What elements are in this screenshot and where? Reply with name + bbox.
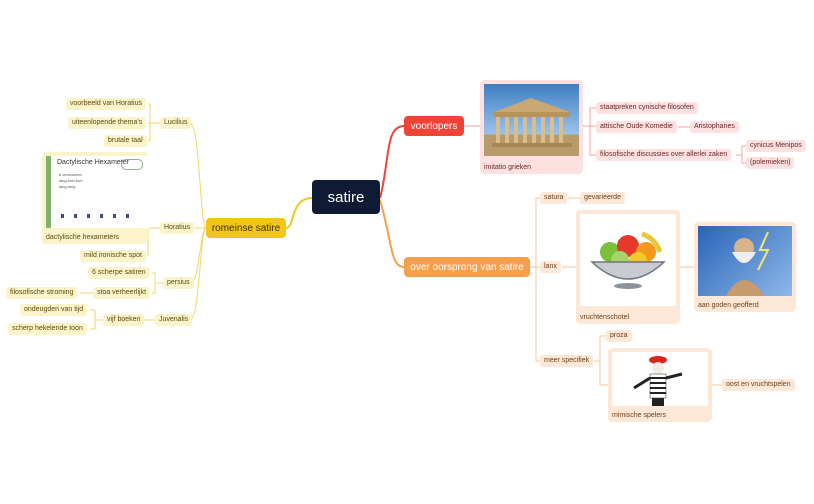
node-lucilius[interactable]: Lucilius — [160, 117, 192, 129]
zeus-drawing — [726, 231, 770, 296]
ondeugden-label: ondeugden van tijd — [24, 306, 84, 313]
node-polemieken[interactable]: (polemieken) — [746, 157, 795, 169]
themas-label: uiteenlopende thema's — [72, 119, 143, 126]
fruitbowl-drawing — [590, 231, 666, 289]
node-scherp-hekelende-toon[interactable]: scherp hekelende toon — [8, 323, 87, 335]
root-node[interactable]: satire — [312, 180, 380, 214]
node-lanx[interactable]: lanx — [540, 261, 561, 273]
slide-bullet-3: lang-lang — [59, 184, 76, 189]
satiren-label: 6 scherpe satiren — [92, 269, 146, 276]
zeus-image-card[interactable]: aan goden geofferd — [694, 222, 796, 312]
proza-label: proza — [610, 332, 628, 339]
slide-bullet-1: 6 versvoeten — [59, 172, 82, 177]
node-staatpreken[interactable]: staatpreken cynische filosofen — [596, 102, 698, 114]
hexameter-slide-image: Dactylische Hexameter 6 versvoeten lang-… — [46, 156, 149, 228]
node-attische-oude-komedie[interactable]: attische Oude Komedie — [596, 121, 677, 133]
node-stoa-verheerlijkt[interactable]: stoa verheerlijkt — [93, 287, 151, 299]
node-horatius[interactable]: Horatius — [160, 222, 195, 234]
slide-logo-icon — [121, 159, 143, 170]
slide-bullet-2: lang-kort-kort — [59, 178, 83, 183]
node-mild-ironische-spot[interactable]: mild ironische spot — [80, 250, 146, 262]
oost-label: oost en vruchtspelen — [726, 381, 791, 388]
voorbeeld-label: voorbeeld van Horatius — [70, 100, 142, 107]
horatius-label: Horatius — [164, 224, 191, 231]
staatpreken-label: staatpreken cynische filosofen — [600, 104, 694, 111]
fruitbowl-image — [580, 214, 676, 306]
node-juvenalis[interactable]: Juvenalis — [155, 314, 193, 326]
parthenon-image-card[interactable]: imitatio grieken — [480, 80, 583, 174]
branch-oorsprong[interactable]: over oorsprong van satire — [404, 257, 530, 277]
zeus-image — [698, 226, 792, 296]
polemieken-label: (polemieken) — [750, 159, 791, 166]
stroming-label: filosofische stroming — [10, 289, 74, 296]
node-gevarieerde[interactable]: gevarieerde — [580, 192, 625, 204]
branch-voorlopers[interactable]: voorlopers — [404, 116, 464, 136]
node-aristophanes[interactable]: Aristophanes — [690, 121, 739, 133]
mime-image — [612, 352, 708, 406]
node-ondeugden-van-tijd[interactable]: ondeugden van tijd — [20, 304, 88, 316]
hexameter-caption: dactylische hexameters — [46, 234, 120, 241]
mime-drawing — [633, 356, 683, 406]
node-oost-en-vruchtspelen[interactable]: oost en vruchtspelen — [722, 379, 795, 391]
lucilius-label: Lucilius — [164, 119, 188, 126]
discussies-label: filosofische discussies over allerlei za… — [600, 151, 728, 158]
node-meer-specifiek[interactable]: meer specifiek — [540, 355, 594, 367]
mime-caption: mimische spelers — [612, 412, 667, 419]
branch-voorlopers-label: voorlopers — [410, 120, 458, 132]
zeus-caption: aan goden geofferd — [698, 302, 759, 309]
node-scherpe-satiren[interactable]: 6 scherpe satiren — [88, 267, 150, 279]
root-label: satire — [327, 188, 365, 206]
parthenon-caption: imitatio grieken — [484, 164, 532, 171]
slide-meter-marks — [61, 214, 137, 218]
mild-label: mild ironische spot — [84, 252, 142, 259]
gevarieerde-label: gevarieerde — [584, 194, 621, 201]
fruitbowl-caption: vruchtenschotel — [580, 314, 630, 321]
branch-oorsprong-label: over oorsprong van satire — [410, 261, 524, 273]
parthenon-image — [484, 84, 579, 156]
branch-romeinse-satire[interactable]: romeinse satire — [206, 218, 286, 238]
node-satura[interactable]: satura — [540, 192, 568, 204]
lanx-label: lanx — [544, 263, 557, 270]
aristophanes-label: Aristophanes — [694, 123, 735, 130]
node-vijf-boeken[interactable]: vijf boeken — [103, 314, 145, 326]
stoa-label: stoa verheerlijkt — [97, 289, 147, 296]
node-proza[interactable]: proza — [606, 330, 632, 342]
meer-label: meer specifiek — [544, 357, 590, 364]
node-filosofische-stroming[interactable]: filosofische stroming — [6, 287, 78, 299]
mime-image-card[interactable]: mimische spelers — [608, 348, 712, 422]
satura-label: satura — [544, 194, 564, 201]
node-cynicus-menipos[interactable]: cynicus Menipos — [746, 140, 806, 152]
persius-label: persius — [167, 279, 190, 286]
komedie-label: attische Oude Komedie — [600, 123, 673, 130]
boeken-label: vijf boeken — [107, 316, 141, 323]
node-uiteenlopende-themas[interactable]: uiteenlopende thema's — [68, 117, 147, 129]
node-filosofische-discussies[interactable]: filosofische discussies over allerlei za… — [596, 149, 732, 161]
fruitbowl-image-card[interactable]: vruchtenschotel — [576, 210, 680, 324]
slide-title: Dactylische Hexameter — [57, 159, 129, 166]
node-persius[interactable]: persius — [163, 277, 194, 289]
parthenon-drawing — [492, 98, 572, 147]
node-brutale-taal[interactable]: brutale taal — [104, 135, 147, 147]
juvenalis-label: Juvenalis — [159, 316, 189, 323]
menipos-label: cynicus Menipos — [750, 142, 802, 149]
brutale-label: brutale taal — [108, 137, 143, 144]
hekelende-label: scherp hekelende toon — [12, 325, 83, 332]
branch-romeinse-label: romeinse satire — [211, 222, 281, 234]
node-voorbeeld-horatius[interactable]: voorbeeld van Horatius — [66, 98, 146, 110]
hexameter-image-card[interactable]: Dactylische Hexameter 6 versvoeten lang-… — [42, 152, 149, 244]
